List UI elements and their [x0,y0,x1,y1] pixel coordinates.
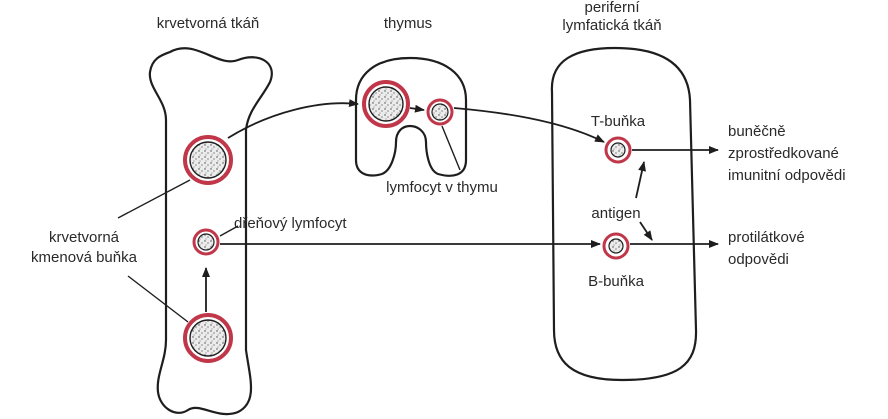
marrow-lymphocyte-cell [194,230,218,254]
label-thymus: thymus [384,15,432,32]
thymus-precursor-cell [364,82,408,126]
label-antibody-line2: odpovědi [728,251,789,268]
label-marrow-lymphocyte: dřeňový lymfocyt [234,215,347,232]
label-antibody-line1: protilátkové [728,229,805,246]
label-cell-mediated-line1: buněčně [728,123,786,140]
b-cell [604,234,628,258]
label-peripheral-line2: lymfatická tkáň [562,17,661,34]
label-b-cell: B-buňka [588,273,645,290]
label-stem-cell-line1: krvetvorná [49,229,120,246]
label-thymic-lymphocyte: lymfocyt v thymu [386,179,498,196]
label-cell-mediated-line3: imunitní odpovědi [728,167,846,184]
label-stem-cell-line2: kmenová buňka [31,249,138,266]
stem-cell-lower [185,315,231,361]
label-antigen: antigen [591,205,640,222]
stem-cell-upper [185,137,231,183]
label-t-cell: T-buňka [591,113,646,130]
label-hematopoietic-tissue: krvetvorná tkáň [157,15,260,32]
t-cell [606,138,630,162]
label-cell-mediated-line2: zprostředkované [728,145,839,162]
thymic-lymphocyte-cell [428,100,452,124]
label-peripheral-line1: periferní [584,0,640,16]
